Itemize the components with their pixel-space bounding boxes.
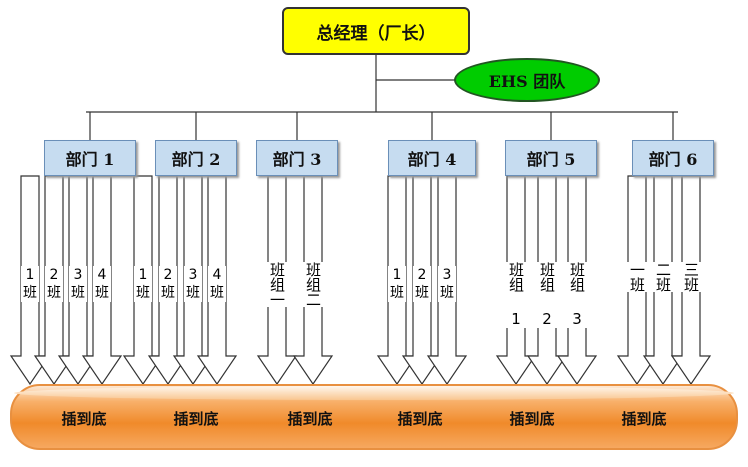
ehs-team-ellipse: EHS 团队	[454, 58, 600, 102]
unit-label: 2 班	[413, 266, 431, 302]
unit-label: 三班	[681, 262, 701, 292]
unit-label: 4 班	[208, 266, 226, 302]
unit-label: 1 班	[21, 266, 39, 302]
unit-label: 班组一	[267, 262, 287, 307]
ground-label: 插到底	[397, 410, 443, 428]
foundation-bar-top	[14, 386, 734, 400]
department-box: 部门 5	[505, 140, 597, 176]
unit-label: 班组 2	[537, 262, 557, 328]
department-box: 部门 6	[632, 140, 714, 176]
unit-label: 班组 3	[567, 262, 587, 328]
department-box: 部门 3	[256, 140, 338, 176]
general-manager-box: 总经理（厂长）	[282, 7, 470, 55]
department-box: 部门 4	[388, 140, 476, 176]
ground-label: 插到底	[287, 410, 333, 428]
unit-label: 2 班	[45, 266, 63, 302]
unit-label: 3 班	[184, 266, 202, 302]
department-box: 部门 2	[155, 140, 237, 176]
ground-label: 插到底	[173, 410, 219, 428]
unit-label: 3 班	[69, 266, 87, 302]
ground-label: 插到底	[621, 410, 667, 428]
unit-label: 班组 1	[506, 262, 526, 328]
department-box: 部门 1	[44, 140, 136, 176]
unit-label: 班组二	[303, 262, 323, 307]
unit-label: 2 班	[159, 266, 177, 302]
unit-label: 4 班	[93, 266, 111, 302]
unit-label: 3 班	[438, 266, 456, 302]
ground-label: 插到底	[509, 410, 555, 428]
unit-label: 二班	[653, 262, 673, 292]
unit-label: 1 班	[388, 266, 406, 302]
unit-label: 1 班	[134, 266, 152, 302]
unit-label: 一班	[627, 262, 647, 292]
ground-label: 插到底	[61, 410, 107, 428]
